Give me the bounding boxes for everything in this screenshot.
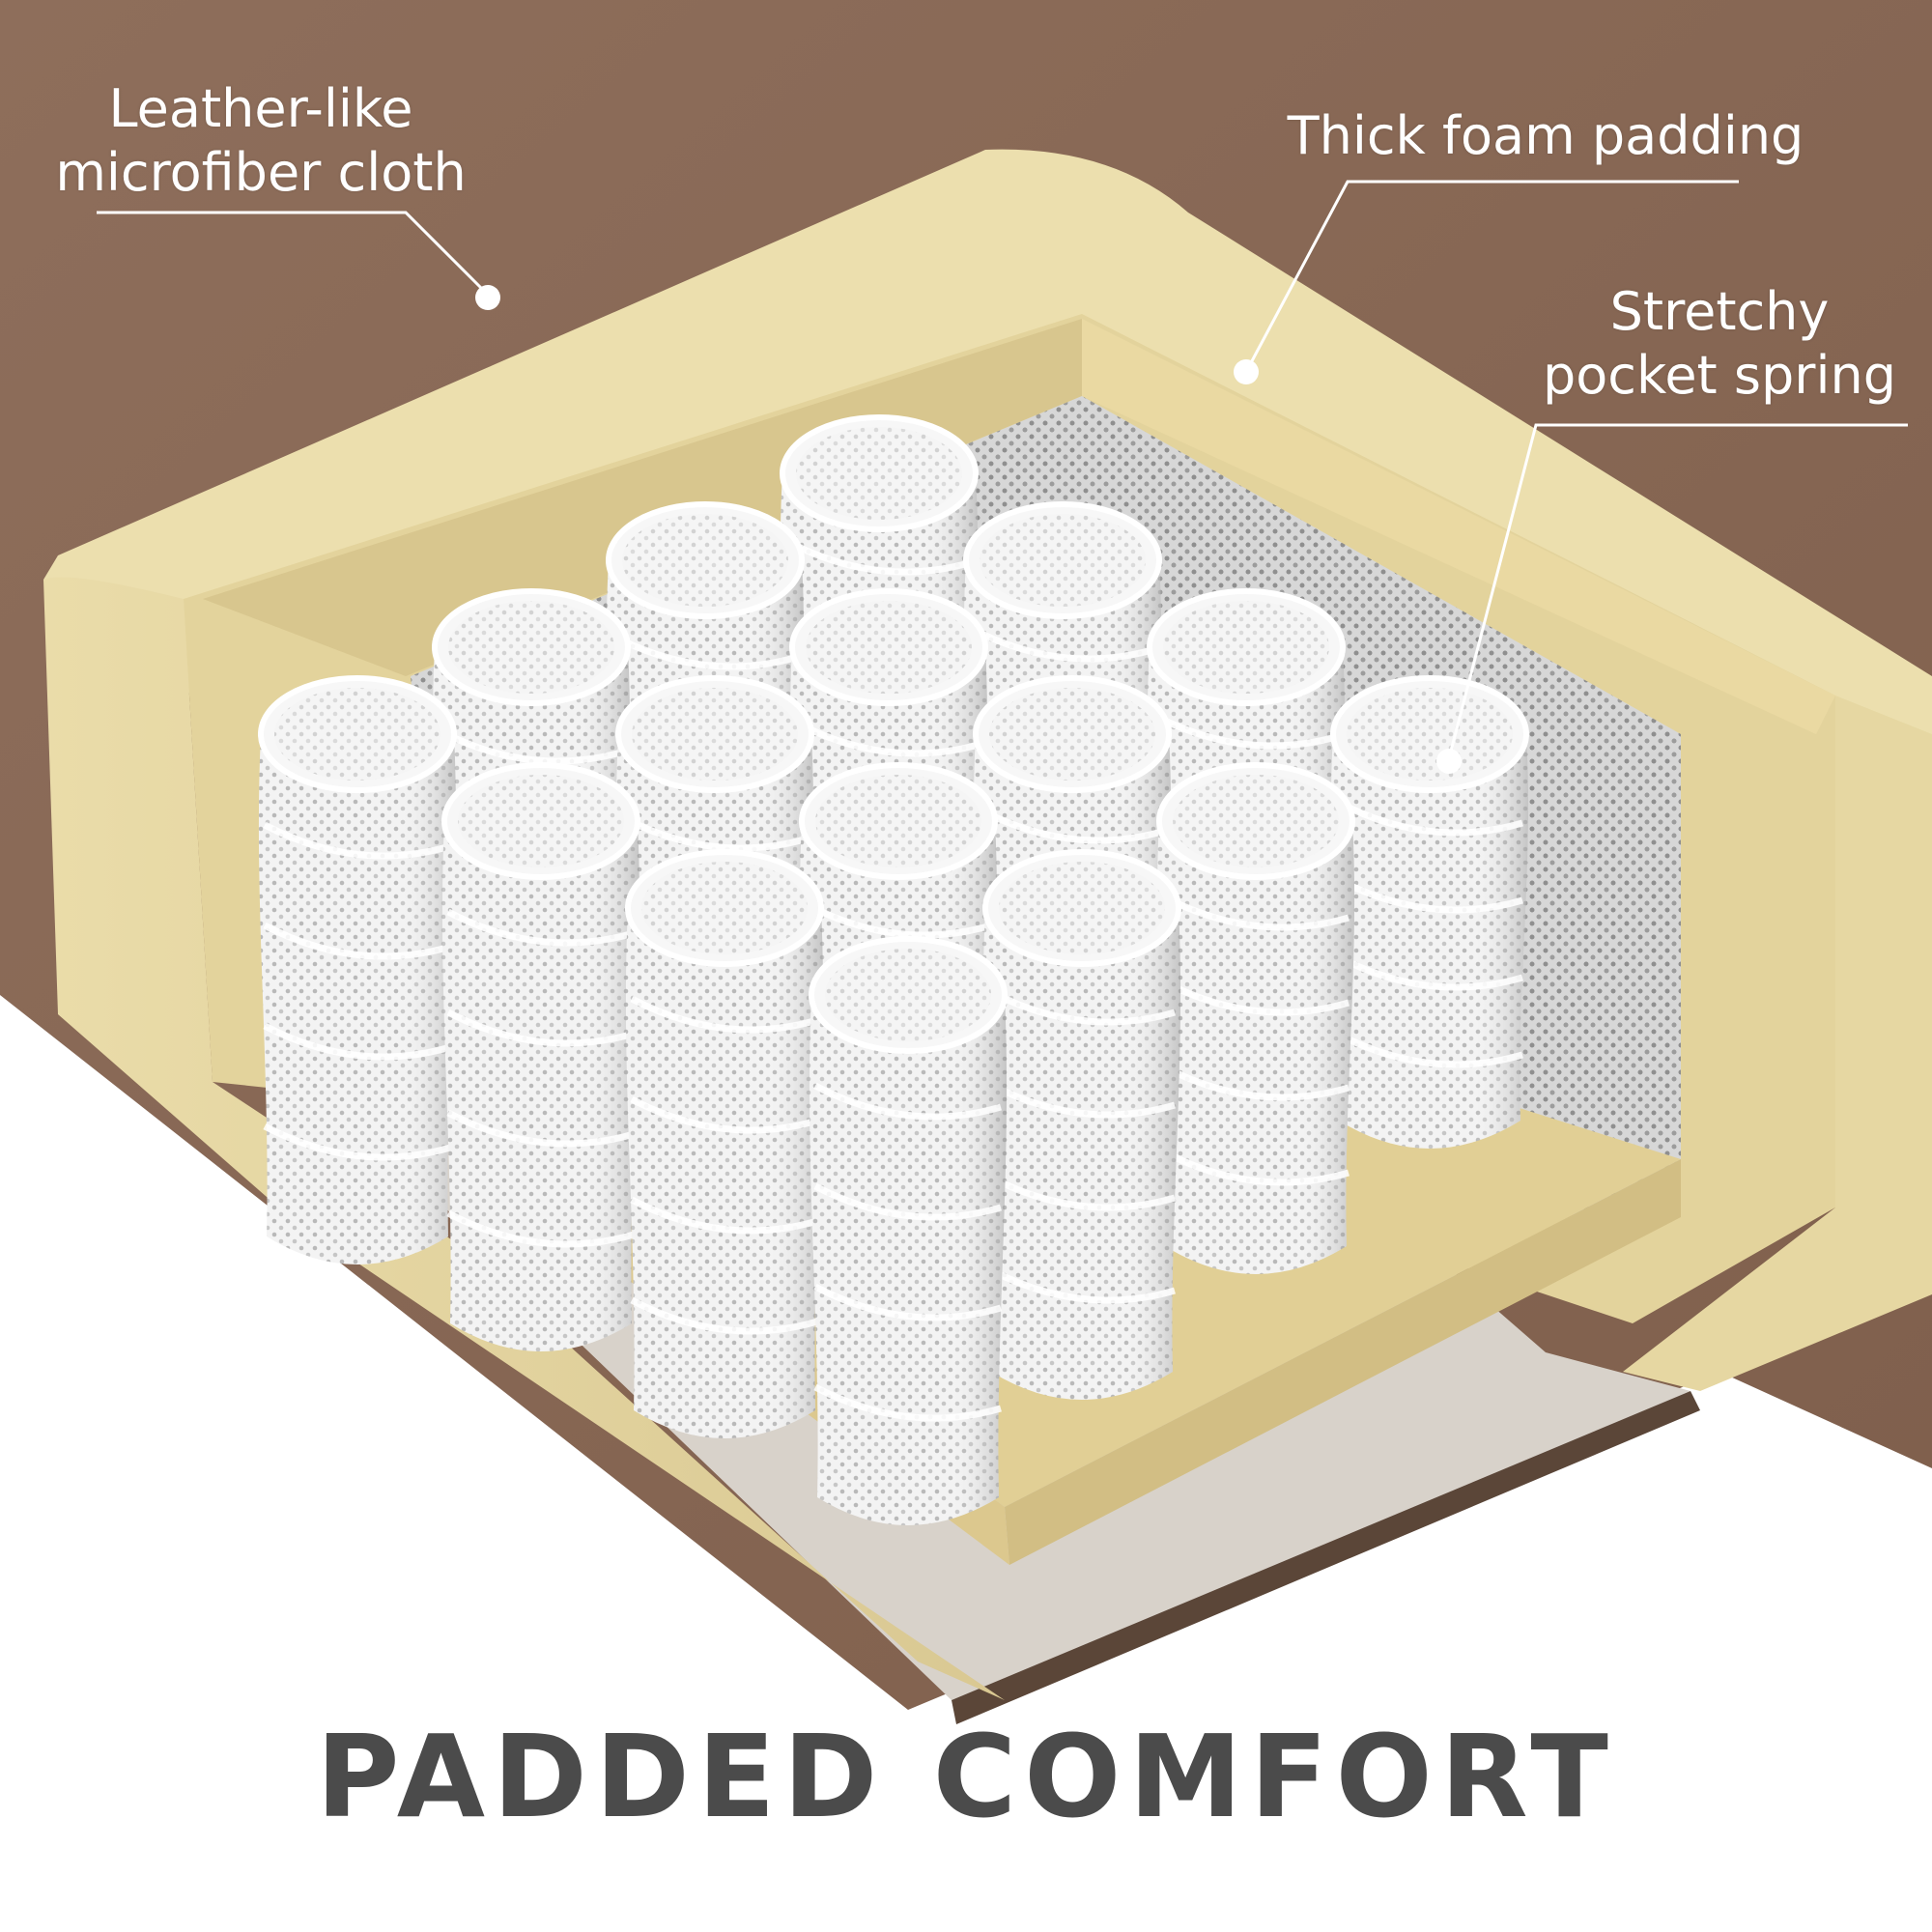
spring-top-texture: [796, 427, 962, 520]
spring-coil: [263, 821, 451, 860]
callout-cloth-line1: Leather-like: [108, 78, 413, 139]
spring-top-texture: [641, 862, 808, 954]
spring-coil: [1161, 1063, 1350, 1101]
spring-marker-dot: [1436, 749, 1462, 774]
spring-shading: [441, 821, 640, 1351]
spring-coil: [446, 1009, 635, 1047]
spring-coil: [446, 1209, 635, 1248]
callout-spring-line2: pocket spring: [1542, 345, 1897, 406]
spring-shading: [809, 995, 1008, 1525]
spring-top-texture: [980, 514, 1146, 607]
spring-coil: [813, 1082, 1002, 1121]
foam-marker-dot: [1234, 359, 1259, 384]
spring-coil: [987, 1080, 1176, 1119]
spring-top-texture: [1163, 601, 1329, 694]
spring-coil: [813, 1182, 1002, 1221]
spring-top-texture: [999, 862, 1165, 954]
spring-shading: [625, 908, 824, 1438]
spring-coil: [987, 1265, 1176, 1304]
spring-shading: [1156, 821, 1355, 1274]
pocket-springs: [258, 414, 1529, 1525]
spring-top-texture: [989, 688, 1155, 781]
spring-coil: [630, 1196, 818, 1235]
spring-coil: [987, 987, 1176, 1026]
spring-coil: [1161, 893, 1350, 931]
spring-coil: [1335, 875, 1523, 914]
spring-top-texture: [1173, 775, 1339, 867]
callout-spring-line1: Stretchy: [1609, 281, 1830, 342]
spring-coil: [1335, 1030, 1523, 1068]
spring-coil: [968, 624, 1156, 663]
spring-coil: [263, 1022, 451, 1061]
spring-coil: [446, 908, 635, 947]
spring-coil: [978, 806, 1166, 844]
pocket-spring: [809, 936, 1008, 1525]
spring-coil: [1161, 978, 1350, 1016]
spring-top-texture: [806, 601, 972, 694]
spring-coil: [804, 900, 992, 939]
spring-coil: [813, 1283, 1002, 1321]
spring-coil: [611, 632, 799, 670]
headline: PADDED COMFORT: [316, 1710, 1616, 1843]
foam-leader-line: [1244, 180, 1739, 373]
spring-shading: [982, 908, 1181, 1400]
spring-coil: [1151, 711, 1340, 750]
callout-foam-line1: Thick foam padding: [1287, 105, 1804, 166]
spring-top-texture: [274, 688, 440, 781]
callout-spring: Stretchy pocket spring: [1526, 280, 1913, 408]
spring-top-texture: [458, 775, 624, 867]
cloth-leader-line: [97, 211, 490, 297]
spring-shading: [1330, 734, 1529, 1149]
spring-coil: [446, 1109, 635, 1148]
foam-left-side: [43, 577, 1005, 1700]
spring-coil: [794, 719, 982, 757]
spring-top-texture: [622, 514, 788, 607]
pocket-spring: [441, 762, 640, 1351]
spring-coil: [437, 726, 625, 765]
pocket-spring: [258, 675, 457, 1264]
spring-top-texture: [448, 601, 614, 694]
spring-coil: [630, 1095, 818, 1134]
spring-top-texture: [825, 949, 991, 1041]
callout-lines: [97, 180, 1908, 759]
callout-cloth: Leather-like microfiber cloth: [39, 77, 483, 205]
foam-right-side: [1623, 696, 1932, 1391]
spring-coil: [813, 1383, 1002, 1422]
spring-coil: [1161, 1148, 1350, 1186]
callout-foam: Thick foam padding: [1256, 104, 1835, 168]
pocket-spring: [1330, 675, 1529, 1149]
spring-leader-line: [1447, 423, 1908, 759]
spring-top-texture: [1347, 688, 1513, 781]
spring-coil: [630, 1296, 818, 1335]
callout-cloth-line2: microfiber cloth: [55, 142, 467, 203]
spring-coil: [263, 922, 451, 960]
pocket-spring: [1156, 762, 1355, 1274]
pocket-spring: [982, 849, 1181, 1400]
cloth-marker-dot: [475, 285, 500, 310]
spring-coil: [263, 1122, 451, 1161]
pocket-spring: [625, 849, 824, 1438]
callout-dots: [475, 285, 1462, 774]
spring-coil: [1335, 952, 1523, 991]
spring-coil: [630, 995, 818, 1034]
spring-shading: [258, 734, 457, 1264]
spring-coil: [620, 813, 809, 852]
spring-top-texture: [632, 688, 798, 781]
spring-coil: [784, 537, 973, 576]
spring-top-texture: [815, 775, 981, 867]
spring-coil: [987, 1173, 1176, 1211]
spring-coil: [1335, 798, 1523, 837]
